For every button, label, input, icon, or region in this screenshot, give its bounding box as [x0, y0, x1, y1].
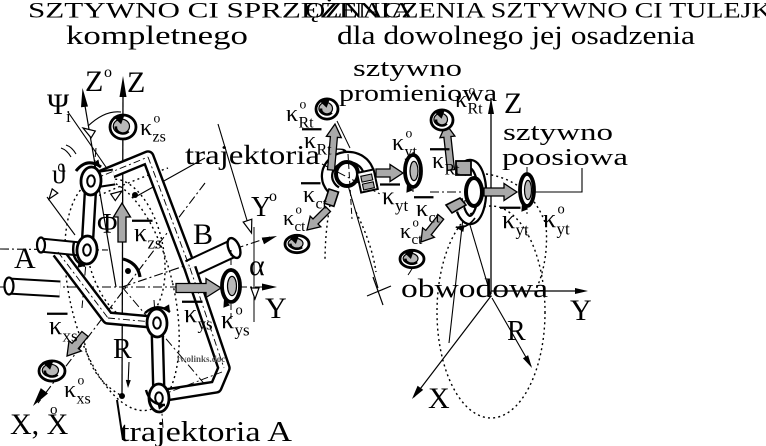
svg-text:Ψ: Ψ	[47, 88, 70, 121]
svg-text:ct: ct	[411, 232, 423, 248]
svg-text:κ: κ	[455, 87, 467, 113]
svg-text:trajektoria: trajektoria	[185, 140, 320, 170]
svg-text:κ: κ	[502, 205, 515, 234]
svg-text:Y: Y	[570, 294, 592, 327]
svg-text:o: o	[468, 83, 475, 98]
svg-text:ct: ct	[315, 196, 327, 213]
svg-text:Rt: Rt	[467, 101, 483, 118]
svg-text:Rt: Rt	[444, 162, 460, 179]
svg-text:κ: κ	[400, 218, 411, 243]
svg-text:zs: zs	[148, 233, 162, 252]
svg-text:o: o	[299, 97, 306, 112]
svg-text:κ: κ	[49, 311, 62, 340]
svg-text:o: o	[104, 64, 112, 81]
svg-text:promieniowa: promieniowa	[339, 81, 497, 107]
svg-text:sztywno: sztywno	[353, 56, 462, 82]
svg-text:R: R	[113, 334, 132, 365]
svg-text:o: o	[412, 216, 418, 230]
svg-text:OZNACZENIA SZTYWNO CI TULEJKI: OZNACZENIA SZTYWNO CI TULEJKI	[305, 0, 766, 23]
svg-text:o: o	[77, 373, 84, 388]
svg-text:R: R	[507, 316, 526, 347]
svg-text:o: o	[295, 203, 301, 217]
svg-text:κ: κ	[304, 128, 316, 154]
svg-text:Z: Z	[127, 66, 145, 99]
svg-text:obwodowa: obwodowa	[401, 274, 549, 303]
svg-text:κ: κ	[134, 218, 147, 247]
svg-text:X: X	[428, 382, 450, 415]
svg-text:κ: κ	[382, 183, 395, 210]
svg-text:κ: κ	[221, 305, 234, 334]
svg-text:ϑ: ϑ	[52, 159, 66, 189]
svg-text:ys: ys	[198, 314, 213, 333]
svg-text:Y: Y	[265, 292, 287, 325]
svg-text:X, X: X, X	[10, 408, 69, 441]
svg-text:yt: yt	[557, 219, 571, 238]
svg-text:Z: Z	[504, 87, 522, 120]
svg-text:κ: κ	[432, 148, 444, 174]
svg-text:κ: κ	[283, 205, 294, 230]
svg-text:i: i	[66, 107, 71, 126]
svg-text:o: o	[50, 402, 58, 418]
svg-text:yt: yt	[395, 196, 409, 215]
svg-text:Z: Z	[85, 65, 103, 98]
svg-text:κ: κ	[392, 130, 404, 156]
svg-text:twolinks.doc: twolinks.doc	[177, 354, 225, 364]
svg-text:yt: yt	[404, 144, 417, 161]
svg-text:o: o	[558, 201, 565, 217]
svg-text:o: o	[405, 126, 412, 141]
svg-text:poosiowa: poosiowa	[502, 145, 628, 171]
svg-text:κ: κ	[184, 299, 197, 328]
svg-text:Rt: Rt	[316, 142, 332, 159]
svg-text:xs: xs	[76, 391, 90, 408]
svg-text:o: o	[236, 302, 243, 318]
svg-text:SZTYWNO CI SPRZĘŻENIA: SZTYWNO CI SPRZĘŻENIA	[28, 0, 414, 23]
svg-text:κ: κ	[286, 101, 298, 127]
svg-text:κ: κ	[543, 204, 556, 233]
svg-text:dla dowolnego jej osadzenia: dla dowolnego jej osadzenia	[337, 21, 696, 50]
svg-text:kompletnego: kompletnego	[66, 21, 248, 50]
svg-text:B: B	[193, 218, 213, 251]
svg-text:xs: xs	[63, 326, 78, 345]
svg-text:yt: yt	[516, 220, 530, 239]
svg-text:ys: ys	[235, 320, 250, 339]
svg-text:κ: κ	[416, 196, 428, 222]
svg-text:α: α	[249, 249, 265, 282]
svg-text:κ: κ	[140, 115, 152, 141]
svg-text:sztywno: sztywno	[503, 120, 613, 146]
svg-text:Rt: Rt	[298, 115, 314, 132]
svg-text:zs: zs	[152, 129, 165, 146]
svg-text:A: A	[14, 242, 36, 275]
svg-text:ct: ct	[428, 210, 440, 227]
svg-text:κ: κ	[64, 377, 76, 403]
svg-text:κ: κ	[303, 182, 315, 208]
svg-text:Φ: Φ	[97, 209, 117, 240]
svg-text:ct: ct	[294, 219, 306, 235]
svg-text:o: o	[269, 188, 277, 205]
svg-text:trajektoria A: trajektoria A	[120, 416, 292, 446]
svg-text:o: o	[153, 111, 160, 126]
svg-text:Y: Y	[251, 192, 271, 223]
